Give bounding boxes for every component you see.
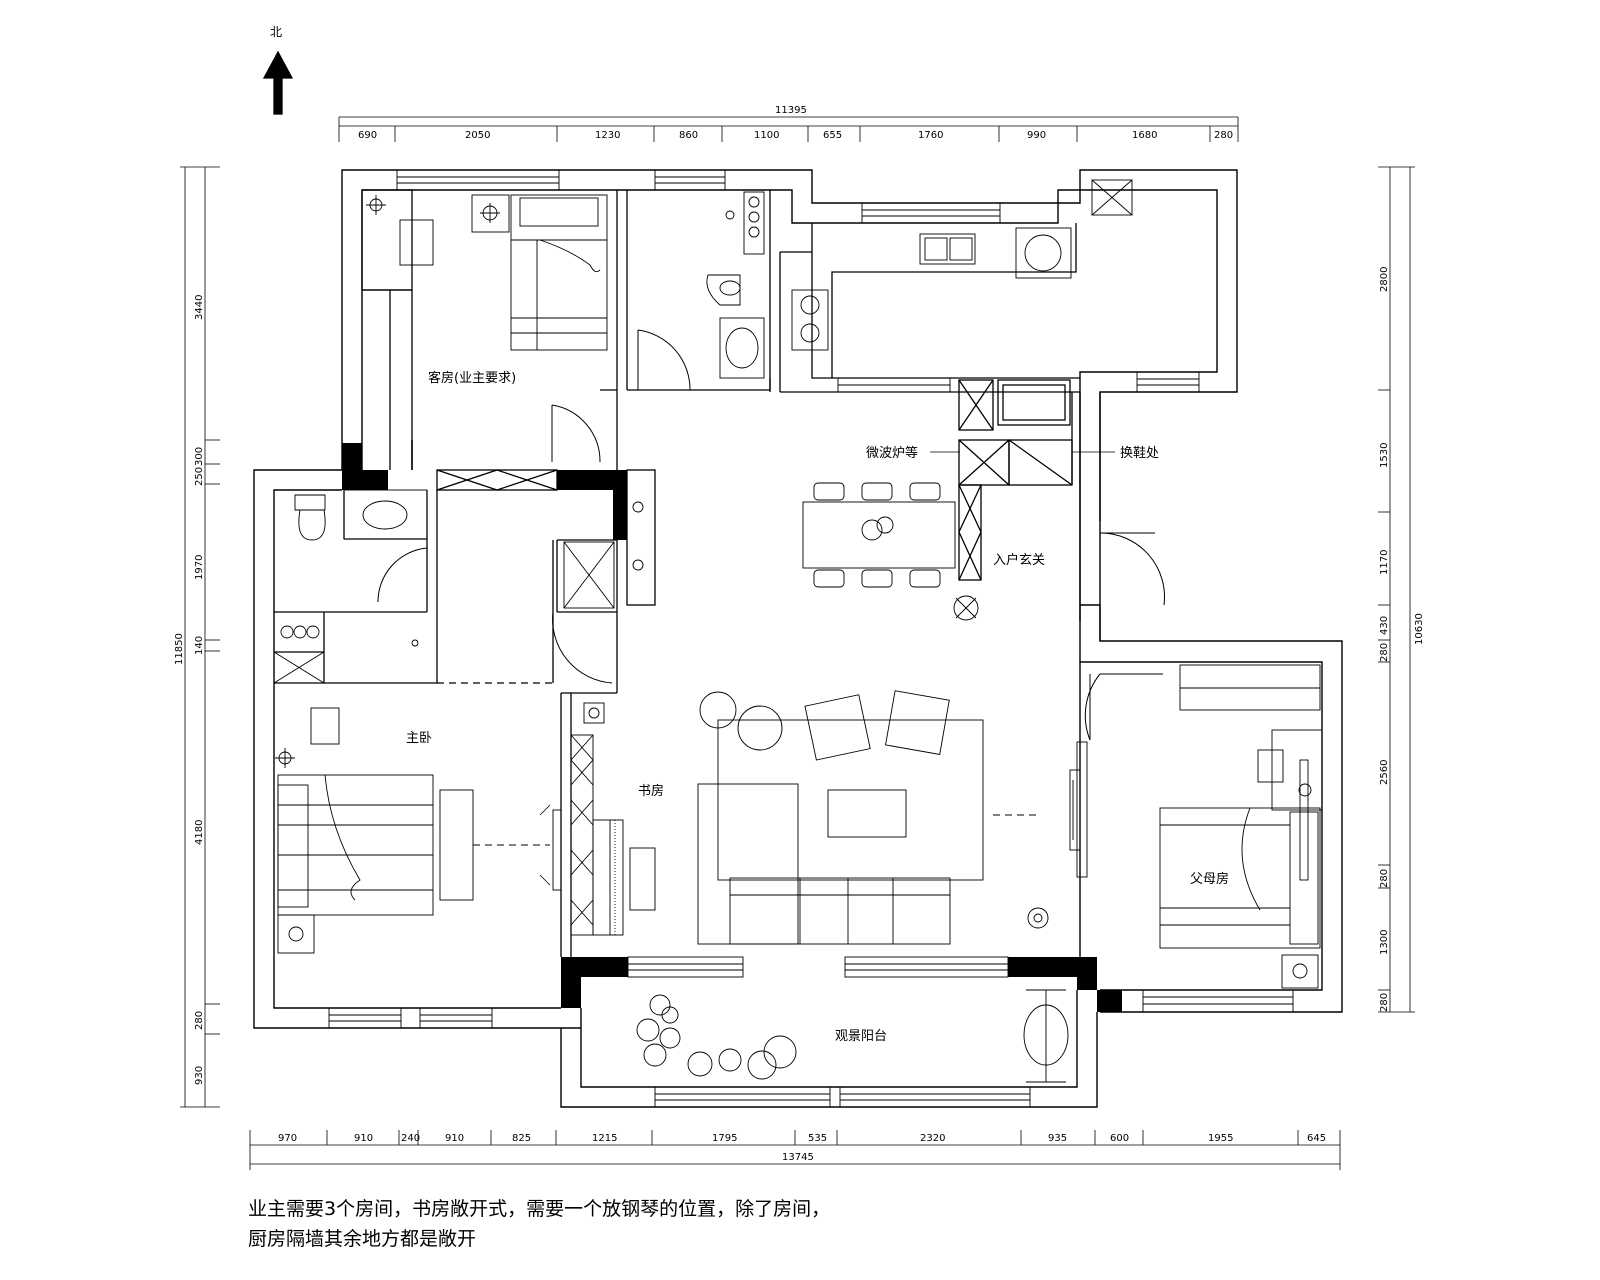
dim-left-7: 930 (194, 1066, 205, 1085)
room-label-guest: 客房(业主要求) (428, 370, 516, 386)
room-label-microwave: 微波炉等 (866, 445, 918, 461)
dim-top-9: 280 (1214, 130, 1233, 141)
note-line-1: 业主需要3个房间，书房敞开式，需要一个放钢琴的位置，除了房间， (248, 1198, 831, 1220)
exterior-walls (253, 169, 1343, 1108)
room-label-entry: 入户玄关 (993, 552, 1045, 568)
dim-top-0: 690 (358, 130, 377, 141)
dim-top-overall: 11395 (775, 105, 807, 116)
dim-left-1: 300 (194, 447, 205, 466)
dim-left-3: 1970 (194, 555, 205, 580)
structural-columns (342, 443, 1122, 1012)
room-label-study: 书房 (638, 783, 664, 799)
master-bedroom-furniture (275, 702, 656, 954)
dim-left-4: 140 (194, 636, 205, 655)
dim-bottom-6: 1795 (712, 1133, 737, 1144)
guest-room-furniture (366, 194, 608, 351)
dim-right-2: 1170 (1379, 550, 1390, 575)
dim-bottom-8: 2320 (920, 1133, 945, 1144)
dim-top-4: 1100 (754, 130, 779, 141)
north-label: 北 (270, 25, 282, 39)
dimension-lines (180, 116, 1415, 1170)
dim-top-1: 2050 (465, 130, 490, 141)
dim-bottom-12: 645 (1307, 1133, 1326, 1144)
dim-top-7: 990 (1027, 130, 1046, 141)
dim-right-5: 2560 (1379, 760, 1390, 785)
windows (328, 169, 1309, 1108)
dim-left-6: 280 (194, 1011, 205, 1030)
north-arrow-icon (262, 50, 294, 115)
dim-bottom-9: 935 (1048, 1133, 1067, 1144)
dim-left-5: 4180 (194, 820, 205, 845)
dim-bottom-7: 535 (808, 1133, 827, 1144)
room-label-balcony: 观景阳台 (835, 1029, 887, 1044)
dining-furniture (802, 482, 979, 621)
dim-bottom-4: 825 (512, 1133, 531, 1144)
doors (377, 329, 1165, 741)
note-line-2: 厨房隔墙其余地方都是敞开 (248, 1228, 477, 1250)
dim-top-5: 655 (823, 130, 842, 141)
dim-top-2: 1230 (595, 130, 620, 141)
room-label-parents: 父母房 (1190, 871, 1229, 887)
dim-bottom-2: 240 (401, 1133, 420, 1144)
balcony-furniture (636, 989, 1069, 1083)
living-room-furniture (697, 690, 1081, 945)
dim-bottom-5: 1215 (592, 1133, 617, 1144)
dim-bottom-overall: 13745 (782, 1152, 814, 1163)
bathroom-fixtures (273, 179, 1133, 684)
dim-right-4: 280 (1379, 643, 1390, 662)
dim-bottom-10: 600 (1110, 1133, 1129, 1144)
dim-right-8: 280 (1379, 993, 1390, 1012)
dim-top-8: 1680 (1132, 130, 1157, 141)
dim-bottom-3: 910 (445, 1133, 464, 1144)
dim-left-2: 250 (194, 467, 205, 486)
dim-right-overall: 10630 (1414, 613, 1425, 645)
dim-right-7: 1300 (1379, 930, 1390, 955)
room-label-shoes: 换鞋处 (1120, 445, 1159, 461)
dim-bottom-1: 910 (354, 1133, 373, 1144)
interior-walls (274, 189, 1080, 957)
dim-right-1: 1530 (1379, 443, 1390, 468)
dim-top-3: 860 (679, 130, 698, 141)
dim-right-0: 2800 (1379, 267, 1390, 292)
parents-room-furniture (1159, 664, 1323, 989)
dim-top-6: 1760 (918, 130, 943, 141)
dim-left-overall: 11850 (174, 633, 185, 665)
dim-bottom-0: 970 (278, 1133, 297, 1144)
dim-left-0: 3440 (194, 295, 205, 320)
dim-right-6: 280 (1379, 869, 1390, 888)
dim-bottom-11: 1955 (1208, 1133, 1233, 1144)
dim-right-3: 430 (1379, 616, 1390, 635)
owner-requirements-note: 业主需要3个房间，书房敞开式，需要一个放钢琴的位置，除了房间， 厨房隔墙其余地方… (248, 1194, 1148, 1254)
room-label-master: 主卧 (406, 731, 432, 746)
